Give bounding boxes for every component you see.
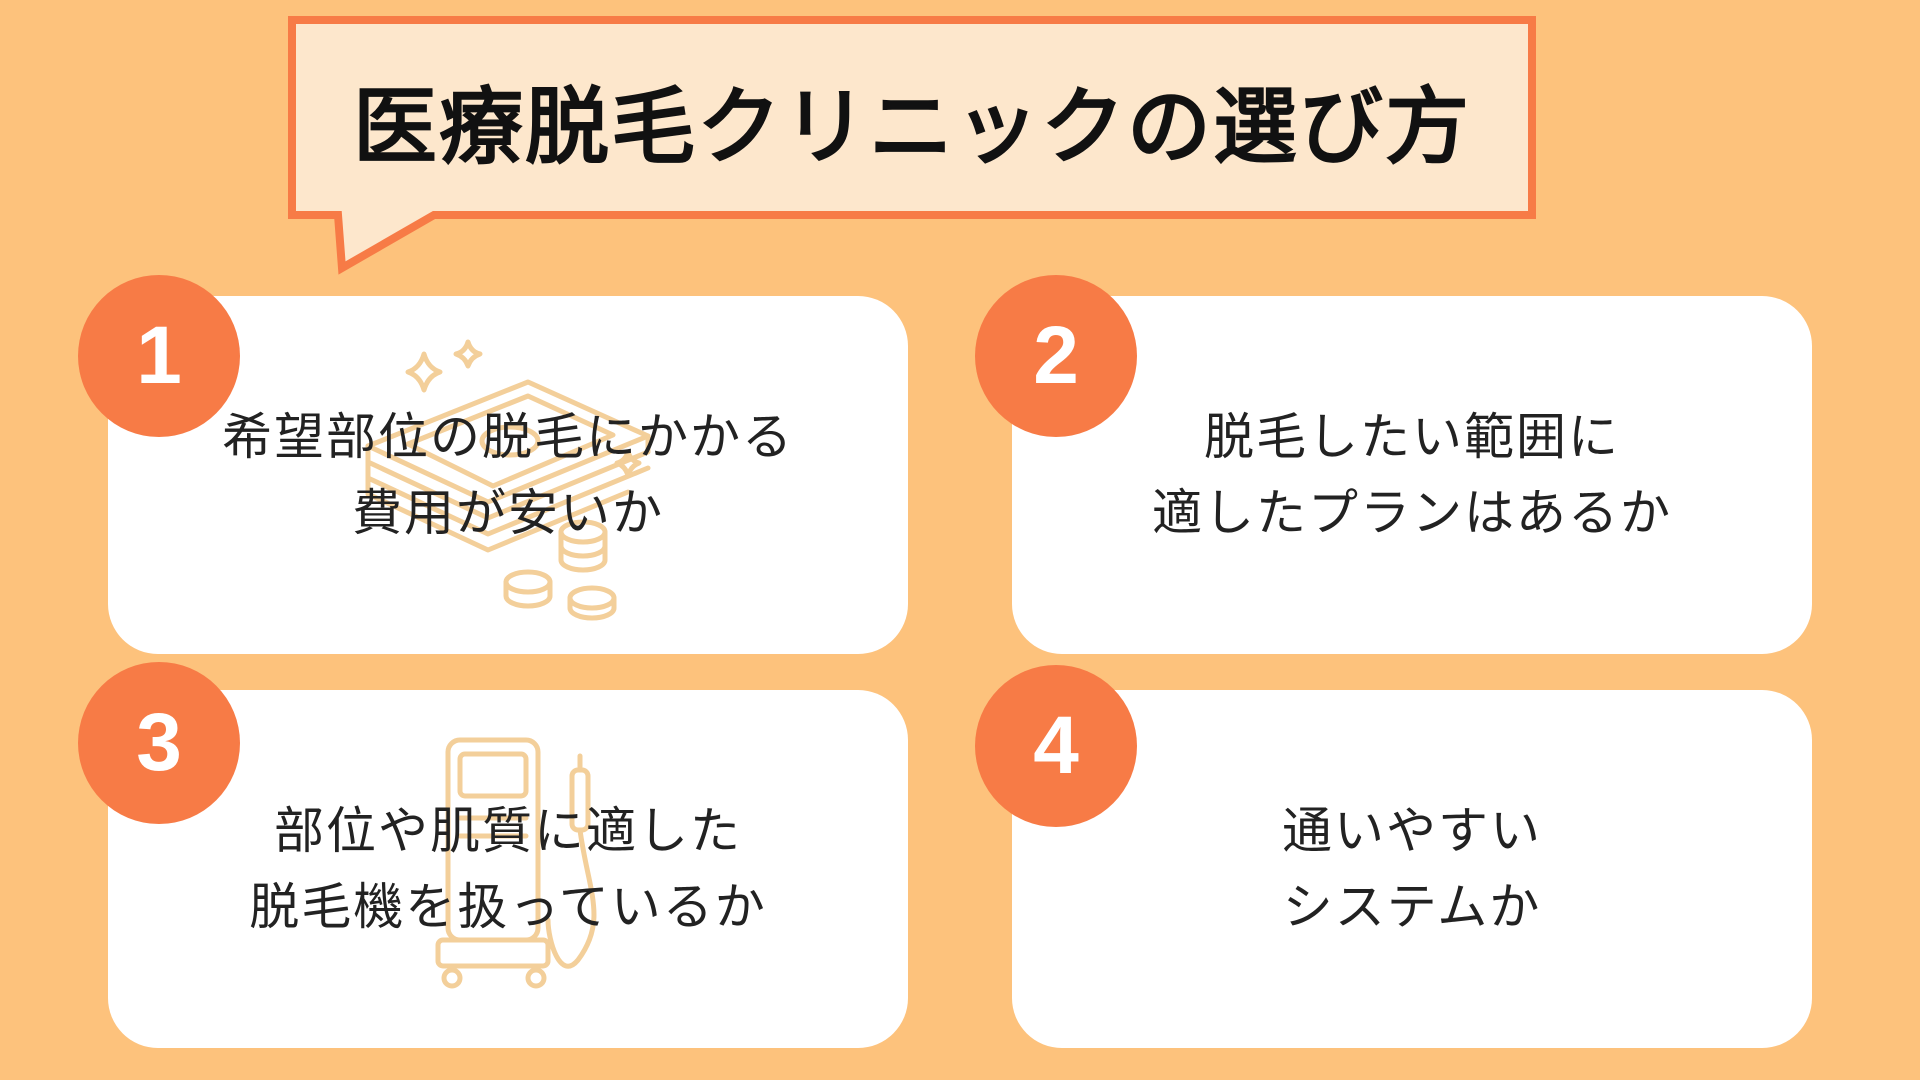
money-stack-coins-icon (365, 339, 651, 621)
page-title: 医療脱毛クリニックの選び方 (352, 77, 1471, 176)
card-4: 通いやすい システムか (1012, 690, 1812, 1048)
card-1: 希望部位の脱毛にかかる 費用が安いか (108, 296, 908, 654)
card-3-line-1: 部位や肌質に適した (274, 802, 742, 860)
card-4-line-1: 通いやすい (1282, 802, 1542, 860)
laser-machine-icon (435, 737, 597, 989)
badge-number-3: 3 (78, 662, 240, 824)
card-3: 部位や肌質に適した 脱毛機を扱っているか (108, 690, 908, 1048)
card-2-line-1: 脱毛したい範囲に (1204, 408, 1620, 466)
card-2: 脱毛したい範囲に 適したプランはあるか (1012, 296, 1812, 654)
card-4-line-2: システムか (1282, 878, 1542, 936)
card-3-line-2: 脱毛機を扱っているか (249, 878, 767, 936)
badge-number-1: 1 (78, 275, 240, 437)
card-1-line-1: 希望部位の脱毛にかかる (222, 408, 794, 466)
badge-number-2: 2 (975, 275, 1137, 437)
card-2-text: 脱毛したい範囲に 適したプランはあるか (1012, 296, 1812, 654)
card-3-text: 部位や肌質に適した 脱毛機を扱っているか (108, 690, 908, 1048)
card-1-line-2: 費用が安いか (352, 484, 664, 542)
badge-number-4: 4 (975, 665, 1137, 827)
card-1-text: 希望部位の脱毛にかかる 費用が安いか (108, 296, 908, 654)
card-4-text: 通いやすい システムか (1012, 690, 1812, 1048)
card-2-line-2: 適したプランはあるか (1152, 484, 1672, 542)
